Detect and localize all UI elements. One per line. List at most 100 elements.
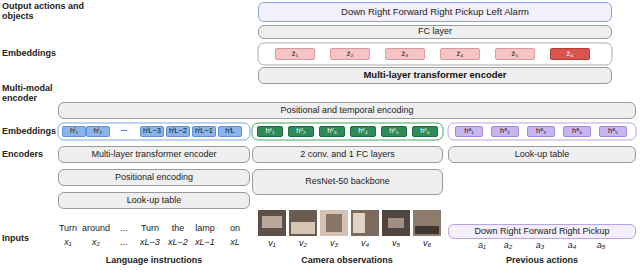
index-label: x₂ [92, 238, 100, 248]
node-text: hᵛ₁ [265, 127, 274, 135]
index-label: v₄ [361, 239, 369, 249]
camera-image [388, 218, 404, 228]
embedding-token: hᵃ₃ [527, 126, 555, 137]
embedding-token: hˡL−3 [140, 126, 164, 137]
node-text: hᵃ₅ [608, 127, 618, 135]
embedding-band [58, 123, 250, 140]
encoder-box: Positional encoding [58, 169, 250, 186]
node-text: Positional encoding [115, 173, 193, 183]
embedding-token: hᵛ₄ [350, 126, 376, 137]
input-word: Turn [59, 224, 77, 234]
node-text: ẑ₃ [402, 50, 409, 58]
action-box: Down Right Forward Right Pickup [448, 224, 636, 239]
input-word: ... [120, 224, 128, 234]
encoder-box: Multi-layer transformer encoder [258, 67, 612, 84]
node-text: ẑ₄ [457, 50, 464, 58]
node-text: Multi-layer transformer encoder [363, 70, 506, 80]
input-word: lamp [195, 224, 215, 234]
camera-image [262, 216, 282, 228]
embedding-token: ẑ₆ [550, 48, 590, 60]
node-text: ẑ₅ [512, 50, 519, 58]
embedding-token: hᵃ₁ [455, 126, 483, 137]
index-label: xL [230, 238, 240, 248]
embedding-token: ẑ₂ [330, 48, 370, 60]
layer-box: FC layer [258, 25, 612, 39]
node-text: ẑ₂ [347, 50, 354, 58]
input-word: Turn [141, 224, 159, 234]
side-label: Embeddings [2, 127, 56, 137]
side-label: Encoders [2, 150, 43, 160]
node-text: 2 conv. and 1 FC layers [300, 150, 394, 160]
node-text: Down Right Forward Right Pickup [474, 227, 609, 237]
index-label: v₆ [423, 239, 431, 249]
encoder-box: Look-up table [58, 192, 250, 209]
camera-image [415, 226, 439, 234]
embedding-token: hˡL−1 [192, 126, 216, 137]
input-word: the [172, 224, 185, 234]
camera-images [258, 210, 441, 236]
node-text: hˡL−3 [143, 127, 161, 135]
node-text: ResNet-50 backbone [305, 177, 390, 187]
output-box: Down Right Forward Right Pickup Left Ala… [258, 2, 612, 22]
embedding-token: hˡL [218, 126, 242, 137]
side-label: Multi-modal encoder [2, 84, 62, 104]
node-text: hˡ₁ [70, 127, 78, 135]
index-label: x₁ [64, 238, 71, 248]
node-text: hᵃ₁ [464, 127, 474, 135]
embedding-token: hˡL−2 [166, 126, 190, 137]
side-label: Embeddings [2, 49, 56, 59]
embedding-token: hᵃ₄ [563, 126, 591, 137]
input-word: on [230, 224, 240, 234]
camera-image [289, 210, 317, 236]
node-text: hᵛ₆ [420, 127, 430, 135]
encoder-box: Multi-layer transformer encoder [58, 146, 250, 163]
node-text: FC layer [418, 27, 452, 37]
index-label: v₁ [268, 239, 275, 249]
node-text: hᵃ₃ [536, 127, 546, 135]
index-label: v₂ [299, 239, 307, 249]
embedding-token: hᵃ₂ [491, 126, 519, 137]
embedding-token: hᵛ₁ [257, 126, 283, 137]
index-label: xL−2 [168, 238, 188, 248]
camera-image [413, 210, 441, 236]
node-text: Positional and temporal encoding [280, 106, 413, 116]
node-text: hˡL [225, 127, 235, 135]
embedding-token: ẑ₃ [385, 48, 425, 60]
camera-image [382, 210, 410, 236]
caption-label: Camera observations [301, 256, 393, 266]
node-text: hᵃ₂ [500, 127, 510, 135]
encoder-box: ResNet-50 backbone [252, 169, 443, 195]
encoder-box: 2 conv. and 1 FC layers [252, 146, 443, 163]
embedding-band [252, 123, 443, 140]
embedding-token: hˡ₂ [86, 126, 110, 137]
encoder-box: Look-up table [448, 146, 636, 163]
index-label: xL−1 [195, 238, 215, 248]
embedding-token: ẑ₅ [495, 48, 535, 60]
side-label: Inputs [2, 234, 29, 244]
node-text: ẑ₆ [567, 50, 574, 58]
index-label: xL−3 [140, 238, 160, 248]
index-label: a₁ [478, 241, 486, 251]
embedding-token: hᵛ₆ [412, 126, 438, 137]
embedding-token: hˡ₁ [62, 126, 86, 137]
node-text: hˡL−2 [169, 127, 187, 135]
node-text: hˡL−1 [195, 127, 213, 135]
node-text: ẑ₁ [292, 50, 298, 58]
node-text: Multi-layer transformer encoder [91, 150, 216, 160]
node-text: hᵛ₄ [358, 127, 368, 135]
embedding-token: hᵛ₃ [319, 126, 345, 137]
embedding-token: ẑ₄ [440, 48, 480, 60]
input-word: around [82, 224, 110, 234]
ellipsis-label: ... [121, 125, 128, 134]
node-text: Look-up table [127, 196, 182, 206]
embedding-token: ẑ₁ [275, 48, 315, 60]
embedding-band [448, 123, 636, 140]
caption-label: Previous actions [506, 256, 578, 266]
camera-image [326, 214, 342, 232]
camera-image [351, 210, 379, 236]
node-text: Look-up table [515, 150, 570, 160]
camera-image [320, 210, 348, 236]
embedding-band [258, 43, 612, 65]
node-text: hᵛ₅ [389, 127, 399, 135]
